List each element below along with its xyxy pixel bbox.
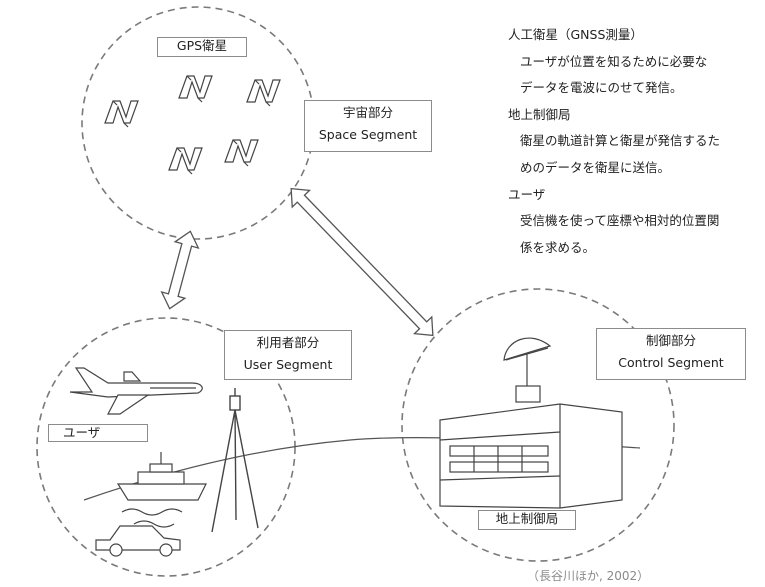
control-segment-circle [401, 288, 675, 562]
survey-tripod-icon [211, 388, 259, 533]
space-control-arrow [290, 187, 434, 337]
user-desc-line: 係を求める。 [520, 239, 596, 255]
satellite-desc-line: ユーザが位置を知るために必要な [520, 53, 708, 69]
satellite-icon [224, 139, 259, 167]
space-segment-label: 宇宙部分 Space Segment [304, 100, 432, 152]
user-heading: ユーザ [508, 186, 546, 202]
satellite-icon [104, 100, 139, 128]
control-desc-line: めのデータを衛星に送信。 [520, 159, 671, 175]
control-station-label: 地上制御局 [478, 510, 576, 530]
satellite-icon [168, 147, 203, 175]
satellite-icon [246, 79, 281, 107]
satellite-icon [178, 75, 213, 103]
antenna-dish-icon [503, 337, 552, 403]
gps-satellite-label: GPS衛星 [157, 37, 247, 57]
car-icon [95, 525, 181, 557]
space-user-arrow [160, 230, 200, 310]
control-heading: 地上制御局 [508, 106, 571, 122]
user-desc-line: 受信機を使って座標や相対的位置関 [520, 213, 720, 229]
segment-descriptions: 人工衛星（GNSS測量） ユーザが位置を知るために必要な データを電波にのせて発… [508, 22, 720, 261]
ship-icon [116, 452, 207, 528]
control-desc-line: 衛星の軌道計算と衛星が発信するた [520, 133, 721, 149]
airplane-icon [69, 367, 203, 415]
satellite-desc-line: データを電波にのせて発信。 [520, 80, 683, 96]
citation: （長谷川ほか, 2002） [527, 569, 650, 583]
control-segment-label: 制御部分 Control Segment [596, 328, 746, 380]
user-segment-label: 利用者部分 User Segment [224, 330, 352, 380]
satellite-heading: 人工衛星（GNSS測量） [508, 27, 643, 42]
building-icon [439, 403, 623, 509]
user-label: ユーザ [48, 424, 148, 442]
